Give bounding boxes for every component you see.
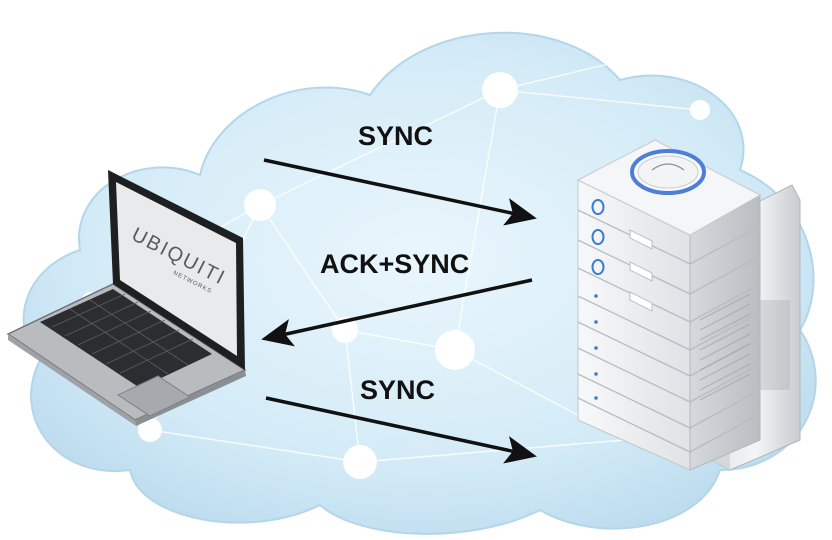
message-arrows — [261, 158, 537, 464]
arrow-sync-1 — [263, 158, 537, 226]
server-illustration — [576, 139, 801, 471]
laptop-illustration — [6, 170, 247, 426]
message-label-sync: SYNC — [358, 121, 434, 151]
message-label-ack-sync: ACK+SYNC — [320, 249, 470, 279]
arrow-ack-sync — [261, 278, 533, 347]
message-label-sync: SYNC — [360, 375, 436, 405]
arrow-sync-2 — [265, 396, 537, 464]
